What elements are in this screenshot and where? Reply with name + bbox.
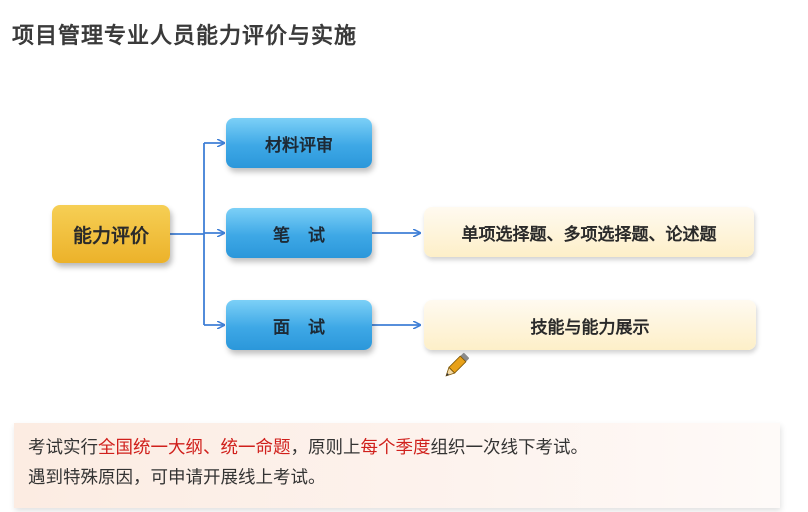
pencil-icon — [445, 352, 470, 377]
branch-label: 材料评审 — [265, 135, 333, 156]
branch-label: 笔试 — [273, 225, 343, 246]
detail-interview: 技能与能力展示 — [424, 300, 756, 350]
root-node: 能力评价 — [52, 205, 170, 263]
note-text: 组织一次线下考试。 — [430, 438, 589, 458]
detail-written-exam: 单项选择题、多项选择题、论述题 — [424, 207, 754, 257]
note-text: 考试实行 — [28, 438, 98, 458]
detail-label: 技能与能力展示 — [530, 317, 650, 338]
note-text: ，原则上 — [290, 438, 361, 458]
exam-note: 考试实行全国统一大纲、统一命题，原则上每个季度组织一次线下考试。 遇到特殊原因，… — [14, 423, 780, 508]
branch-interview: 面试 — [226, 300, 372, 350]
note-line-2: 遇到特殊原因，可申请开展线上考试。 — [28, 468, 326, 488]
branch-materials-review: 材料评审 — [226, 118, 372, 168]
detail-label: 单项选择题、多项选择题、论述题 — [461, 224, 717, 245]
root-label: 能力评价 — [72, 224, 149, 247]
note-line-1: 考试实行全国统一大纲、统一命题，原则上每个季度组织一次线下考试。 — [28, 433, 766, 463]
branch-written-exam: 笔试 — [226, 208, 372, 258]
page-title: 项目管理专业人员能力评价与实施 — [12, 24, 358, 49]
branch-label: 面试 — [273, 317, 343, 338]
note-highlight: 每个季度 — [360, 438, 431, 458]
note-highlight: 全国统一大纲、统一命题 — [98, 438, 291, 458]
